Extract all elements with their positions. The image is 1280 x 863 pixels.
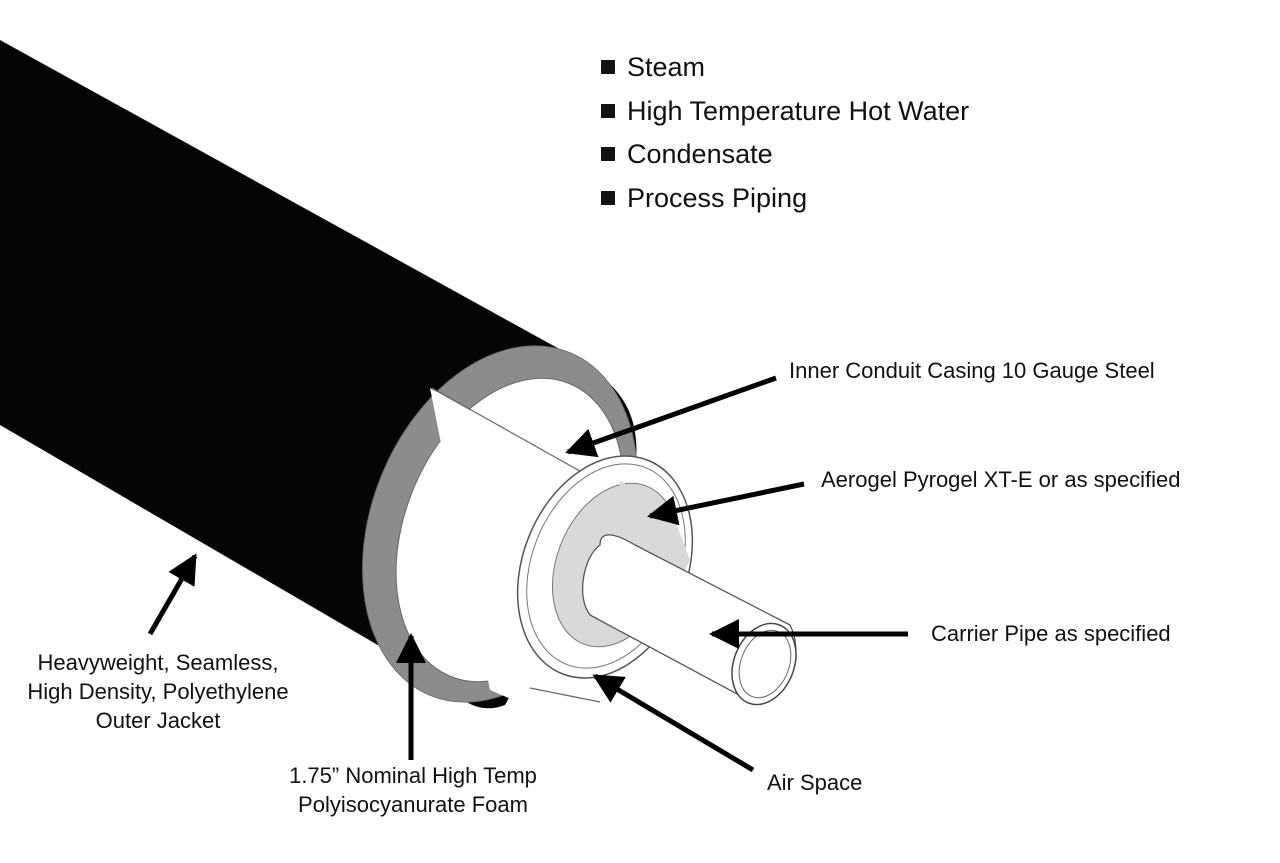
service-item: Condensate [601,133,969,177]
square-bullet-icon [601,147,615,161]
square-bullet-icon [601,190,615,205]
service-item: Process Piping [601,177,969,221]
label-outer-jacket-line: High Density, Polyethylene [27,679,289,704]
service-label: Process Piping [627,182,808,213]
label-outer-jacket-line: Outer Jacket [95,708,221,733]
square-bullet-icon [601,103,615,118]
arrow-outer-jacket [147,553,198,636]
service-item: High Temperature Hot Water [601,90,969,134]
label-air-space: Air Space [767,770,863,795]
service-label: High Temperature Hot Water [627,95,970,126]
arrow-air-space [592,673,755,773]
arrow-aerogel [647,481,805,526]
label-foam-line: 1.75” Nominal High Temp [289,763,537,788]
label-carrier-pipe: Carrier Pipe as specified [931,621,1171,646]
label-foam: 1.75” Nominal High Temp Polyisocyanurate… [254,761,572,819]
arrow-inner-conduit [565,375,777,458]
label-inner-conduit: Inner Conduit Casing 10 Gauge Steel [789,358,1155,383]
service-item: Steam [601,46,969,90]
service-list: Steam High Temperature Hot Water Condens… [601,46,969,220]
label-aerogel: Aerogel Pyrogel XT-E or as specified [821,467,1181,492]
label-outer-jacket: Heavyweight, Seamless, High Density, Pol… [6,648,310,735]
label-outer-jacket-line: Heavyweight, Seamless, [37,650,279,675]
service-label: Condensate [627,139,773,169]
label-foam-line: Polyisocyanurate Foam [298,792,528,817]
square-bullet-icon [601,60,615,74]
service-label: Steam [627,52,706,82]
